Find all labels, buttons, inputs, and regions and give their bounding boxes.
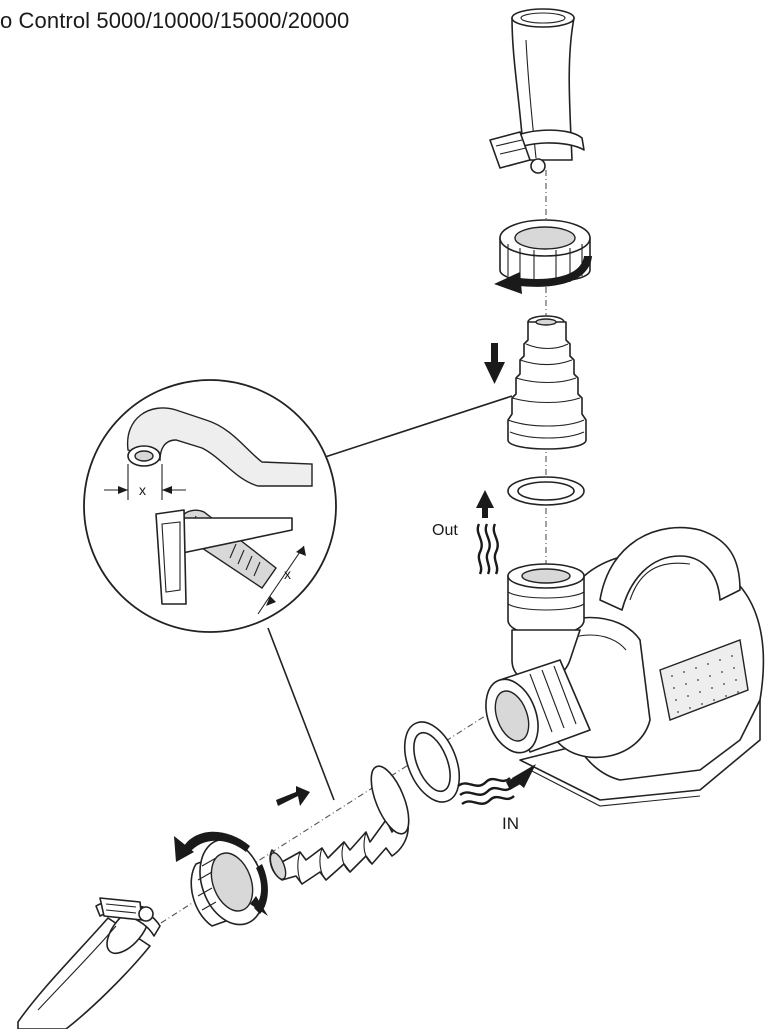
inlet-gasket (403, 721, 461, 803)
arrow-right-icon (276, 786, 310, 806)
inlet-axis-line (149, 699, 511, 931)
outlet-hose-adapter (507, 315, 587, 450)
dimension-x-label-bottom: x (284, 566, 291, 582)
arrow-right-icon (506, 764, 536, 790)
flow-waves-icon (476, 523, 499, 575)
arrow-up-icon (476, 490, 494, 518)
pump-body (485, 526, 765, 807)
detail-leader-line-bottom (267, 627, 335, 801)
flow-waves-icon (457, 777, 515, 806)
outlet-gasket (507, 476, 585, 506)
inlet-hose-adapter (269, 765, 410, 885)
grille-dots (671, 655, 739, 713)
outlet-hose (511, 8, 575, 161)
inlet-hose-clamp (95, 897, 161, 937)
out-label: Out (432, 522, 458, 539)
detail-leader-line-top (321, 395, 513, 459)
rotate-arrow-icon (174, 831, 268, 916)
arrow-down-icon (484, 343, 505, 384)
inlet-union-nut (190, 838, 265, 927)
detail-magnifier-circle (83, 379, 337, 633)
dimension-x-label-top: x (139, 482, 146, 498)
in-label: IN (502, 814, 519, 833)
rotate-arrow-icon (494, 256, 592, 294)
outlet-hose-clamp (489, 129, 585, 174)
outlet-union-nut (499, 219, 591, 284)
page-title: o Control 5000/10000/15000/20000 (0, 8, 350, 33)
